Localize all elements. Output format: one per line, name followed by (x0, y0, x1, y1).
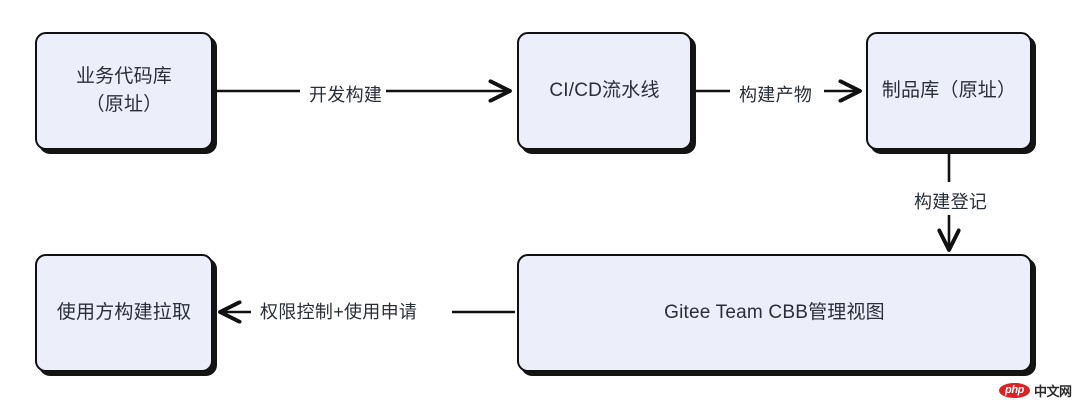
edge-label-build-register: 构建登记 (910, 188, 992, 214)
node-business-code-repo[interactable]: 业务代码库 （原址） (35, 32, 213, 150)
node-cicd-pipeline[interactable]: CI/CD流水线 (517, 32, 692, 150)
watermark-text: 中文网 (1033, 384, 1072, 399)
edge-label-dev-build: 开发构建 (305, 81, 387, 107)
edge-label-permission-apply: 权限控制+使用申请 (256, 298, 422, 324)
node-artifact-repo[interactable]: 制品库（原址） (866, 32, 1032, 150)
edge-label-build-artifact: 构建产物 (735, 81, 817, 107)
php-logo-icon: php (999, 382, 1030, 399)
node-consumer-build-pull[interactable]: 使用方构建拉取 (35, 254, 213, 372)
watermark: php 中文网 (999, 381, 1072, 400)
node-gitee-team-cbb-management-view[interactable]: Gitee Team CBB管理视图 (517, 254, 1032, 372)
